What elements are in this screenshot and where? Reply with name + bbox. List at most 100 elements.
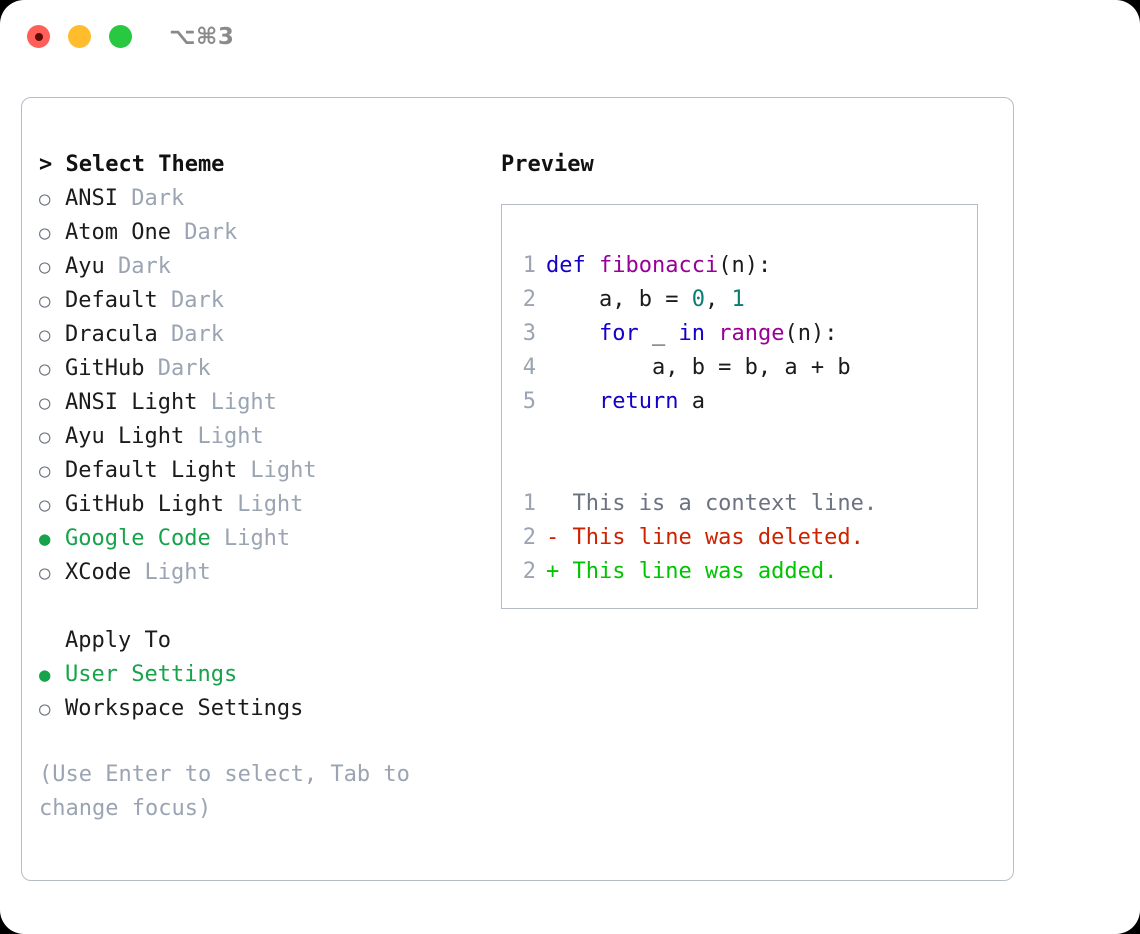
- code-token-kw: in: [678, 321, 705, 346]
- theme-list-item[interactable]: ○ANSI Dark: [39, 182, 479, 216]
- apply-to-item[interactable]: ○ Workspace Settings: [39, 692, 479, 726]
- theme-variant-label: Light: [184, 424, 264, 449]
- line-number: 1: [522, 253, 536, 278]
- theme-list-item[interactable]: ○ Default Dark: [39, 284, 479, 318]
- theme-list-item[interactable]: ● Google Code Light: [39, 522, 479, 556]
- theme-name-label: Dracula: [65, 322, 158, 347]
- code-line-text: a, b = b, a + b: [546, 351, 851, 385]
- main-panel: > Select Theme ○ANSI Dark○Atom One Dark○…: [21, 97, 1014, 881]
- code-token-num: 1: [731, 287, 745, 312]
- code-token-num: 0: [691, 287, 705, 312]
- theme-name-label: GitHub: [65, 356, 145, 381]
- code-line: 3 for _ in range(n):: [502, 317, 977, 351]
- theme-variant-label: Dark: [157, 322, 224, 347]
- code-line: 5 return a: [502, 385, 977, 419]
- line-number: 2: [522, 559, 536, 584]
- theme-name-label: ANSI: [65, 186, 118, 211]
- help-text: (Use Enter to select, Tab to change focu…: [39, 762, 410, 821]
- code-token-plain: [546, 321, 599, 346]
- theme-variant-label: Dark: [144, 356, 211, 381]
- line-number: 2: [522, 525, 536, 550]
- theme-list[interactable]: ○ANSI Dark○Atom One Dark○Ayu Dark○Defaul…: [39, 182, 479, 590]
- line-number: 2: [522, 287, 536, 312]
- diff-line: 1 This is a context line.: [502, 487, 977, 521]
- theme-list-item[interactable]: ○Default Light Light: [39, 454, 479, 488]
- code-line-text: for _ in range(n):: [546, 317, 837, 351]
- code-line: 2 a, b = 0, 1: [502, 283, 977, 317]
- radio-selected-icon: ●: [39, 528, 51, 550]
- radio-unselected-icon: ○: [39, 324, 51, 346]
- radio-unselected-icon: ○: [39, 426, 51, 448]
- theme-variant-label: Light: [210, 526, 291, 551]
- code-token-plain: a: [678, 389, 705, 414]
- apply-to-item[interactable]: ● User Settings: [39, 658, 479, 692]
- theme-list-item[interactable]: ○Atom One Dark: [39, 216, 479, 250]
- code-token-plain: [705, 321, 718, 346]
- radio-unselected-icon: ○: [39, 290, 51, 312]
- keyboard-shortcut-label: ⌥⌘3: [169, 24, 235, 50]
- code-token-kw: return: [598, 389, 679, 414]
- theme-name-label: XCode: [65, 560, 132, 585]
- theme-variant-label: Light: [197, 390, 277, 415]
- theme-variant-label: Dark: [157, 288, 224, 313]
- theme-list-item[interactable]: ○Ayu Light Light: [39, 420, 479, 454]
- apply-to-label: Workspace Settings: [65, 696, 304, 721]
- traffic-light-group: [27, 25, 132, 48]
- radio-unselected-icon: ○: [39, 562, 51, 584]
- apply-to-label: User Settings: [65, 662, 238, 687]
- theme-variant-label: Dark: [104, 254, 171, 279]
- theme-name-label: GitHub Light: [65, 492, 224, 517]
- line-number: 1: [522, 491, 536, 516]
- theme-name-label: ANSI Light: [65, 390, 198, 415]
- code-token-plain: (n):: [784, 321, 838, 346]
- diff-line: 2 + This line was added.: [502, 555, 977, 589]
- diff-line: 2 - This line was deleted.: [502, 521, 977, 555]
- diff-line-text: + This line was added.: [546, 559, 838, 584]
- code-line-text: a, b = 0, 1: [546, 283, 745, 317]
- code-token-plain: ,: [704, 287, 732, 312]
- code-token-plain: a, b =: [546, 287, 692, 312]
- diff-block: 1 This is a context line. 2 - This line wa…: [502, 487, 977, 589]
- select-theme-header: > Select Theme: [39, 152, 225, 177]
- code-token-plain: (n):: [718, 253, 772, 278]
- maximize-button[interactable]: [109, 25, 132, 48]
- theme-name-label: Default Light: [65, 458, 238, 483]
- radio-unselected-icon: ○: [39, 698, 51, 720]
- minimize-button[interactable]: [68, 25, 91, 48]
- close-button[interactable]: [27, 25, 50, 48]
- radio-unselected-icon: ○: [39, 392, 51, 414]
- theme-name-label: Ayu: [65, 254, 105, 279]
- theme-list-item[interactable]: ○XCode Light: [39, 556, 479, 590]
- theme-list-item[interactable]: ○Ayu Dark: [39, 250, 479, 284]
- preview-title: Preview: [501, 152, 594, 177]
- theme-list-item[interactable]: ○ ANSI Light Light: [39, 386, 479, 420]
- code-token-plain: _: [638, 321, 679, 346]
- code-line: 4 a, b = b, a + b: [502, 351, 977, 385]
- theme-variant-label: Dark: [117, 186, 185, 211]
- code-token-fn: range: [718, 321, 785, 346]
- radio-selected-icon: ●: [39, 664, 51, 686]
- code-token-kw: def: [546, 253, 599, 278]
- theme-list-item[interactable]: ○ Dracula Dark: [39, 318, 479, 352]
- radio-unselected-icon: ○: [39, 358, 51, 380]
- radio-unselected-icon: ○: [39, 494, 51, 516]
- apply-to-list[interactable]: ● User Settings ○ Workspace Settings: [39, 658, 479, 726]
- list-spacer: [39, 590, 479, 624]
- theme-list-item[interactable]: ○GitHub Light Light: [39, 488, 479, 522]
- code-blank-line: [502, 419, 977, 453]
- theme-list-item[interactable]: ○ GitHub Dark: [39, 352, 479, 386]
- line-number: 5: [522, 389, 536, 414]
- code-blank-line: [502, 453, 977, 487]
- theme-variant-label: Dark: [170, 220, 238, 245]
- code-token-plain: a, b = b, a + b: [546, 355, 851, 380]
- theme-name-label: Atom One: [65, 220, 171, 245]
- theme-selector-column: > Select Theme ○ANSI Dark○Atom One Dark○…: [39, 148, 479, 826]
- apply-to-header: Apply To: [65, 628, 171, 653]
- diff-line-text: - This line was deleted.: [546, 525, 864, 550]
- theme-name-label: Google Code: [65, 526, 211, 551]
- theme-name-label: Default: [65, 288, 158, 313]
